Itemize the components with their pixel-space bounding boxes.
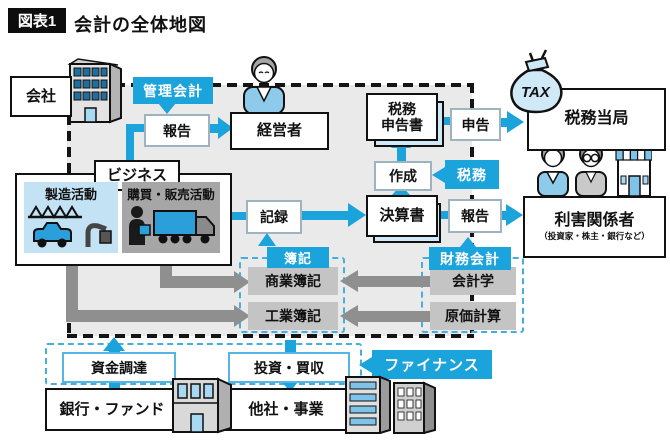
company-box: 会社 (10, 76, 72, 117)
sales-to-commercial-shaft (160, 276, 234, 288)
report-to-manager-arrow-shaft (206, 124, 218, 133)
filing-to-authority-arrow-head (507, 111, 524, 133)
statements-to-report-line (434, 211, 448, 219)
bank-building-icon (172, 377, 232, 434)
tax-return-line2: 申告書 (381, 117, 423, 133)
bookkeeping-tag-pointer (258, 233, 276, 246)
accounting-to-commercial-shaft (358, 276, 430, 287)
figure-badge: 図表1 (8, 8, 66, 33)
create-to-taxreturn-arrow-shaft (397, 147, 406, 161)
management-accounting-tag: 管理会計 (133, 77, 213, 104)
create-box: 作成 (374, 161, 432, 191)
manufacturing-icon (28, 205, 112, 248)
manufacturing-to-industrial-shaft (66, 310, 234, 322)
tax-bag-icon: TAX (510, 49, 563, 114)
fundraising-arrow-head (103, 337, 125, 351)
tax-bag-label: TAX (521, 84, 551, 101)
report-to-manager-arrow-head (218, 117, 233, 139)
commercial-bookkeeping-box: 商業簿記 (248, 267, 338, 295)
financial-accounting-tag: 財務会計 (429, 247, 511, 270)
manufacturing-panel: 製造活動 (24, 182, 118, 253)
report-management-box: 報告 (144, 114, 210, 147)
accounting-science-box: 会計学 (430, 267, 516, 295)
industrial-bookkeeping-box: 工業簿記 (248, 302, 338, 330)
record-box: 記録 (246, 200, 302, 234)
tax-tag: 税務 (445, 160, 499, 189)
cost-to-industrial-shaft (358, 311, 430, 322)
finance-tag: ファイナンス (372, 350, 492, 379)
company-border-bottom (67, 334, 474, 338)
sales-label: 購買・販売活動 (127, 188, 215, 202)
manufacturing-stem (66, 253, 78, 322)
manager-box: 経営者 (230, 112, 329, 150)
bookkeeping-tag: 簿記 (267, 247, 329, 268)
tax-return-box: 税務 申告書 (366, 93, 438, 141)
investment-acquisition-box: 投資・買収 (228, 352, 350, 383)
company-building-icon (67, 58, 122, 124)
sales-panel: 購買・販売活動 (122, 182, 220, 253)
report-financial-box: 報告 (448, 199, 502, 233)
cost-accounting-box: 原価計算 (430, 302, 516, 330)
sales-icon (129, 206, 215, 245)
stakeholders-note: （投資家・株主・銀行など） (539, 231, 650, 242)
record-to-statements-arrow-head (348, 203, 366, 227)
tax-authority-box: 税務当局 (527, 88, 666, 151)
business-to-report-line2 (126, 124, 134, 162)
financial-accounting-tag-pointer (460, 237, 476, 247)
stakeholders-icons (537, 142, 652, 196)
manager-person-icon (243, 56, 285, 114)
manufacturing-to-industrial-head (234, 305, 250, 327)
report-to-stakeholders-arrow-shaft (498, 211, 506, 220)
finance-tag-pointer (359, 357, 372, 373)
business-to-report-line (126, 124, 144, 132)
accounting-to-commercial-head (340, 270, 358, 292)
record-to-statements-arrow-shaft (298, 211, 348, 220)
company-border-top (67, 83, 474, 87)
financial-statements-box: 決算書 (366, 195, 438, 237)
filing-to-authority-arrow-shaft (497, 118, 507, 127)
fund-raising-box: 資金調達 (62, 352, 176, 383)
tax-return-line1: 税務 (388, 100, 416, 117)
filing-box: 申告 (450, 108, 501, 141)
tax-tag-pointer (432, 167, 445, 183)
office-buildings-icon (345, 375, 436, 434)
management-accounting-tag-pointer (158, 103, 176, 114)
bank-fund-box: 銀行・ファンド (45, 388, 179, 431)
manufacturing-label: 製造活動 (44, 187, 97, 202)
other-companies-box: 他社・事業 (222, 388, 350, 431)
page-title: 会計の全体地図 (74, 15, 207, 35)
business-to-record-line (228, 212, 246, 220)
cost-to-industrial-head (340, 305, 358, 327)
sales-to-commercial-head (234, 271, 250, 293)
stakeholders-label: 利害関係者 (554, 211, 635, 229)
report-to-stakeholders-arrow-head (506, 204, 523, 226)
stakeholders-box: 利害関係者 （投資家・株主・銀行など） (523, 196, 666, 258)
